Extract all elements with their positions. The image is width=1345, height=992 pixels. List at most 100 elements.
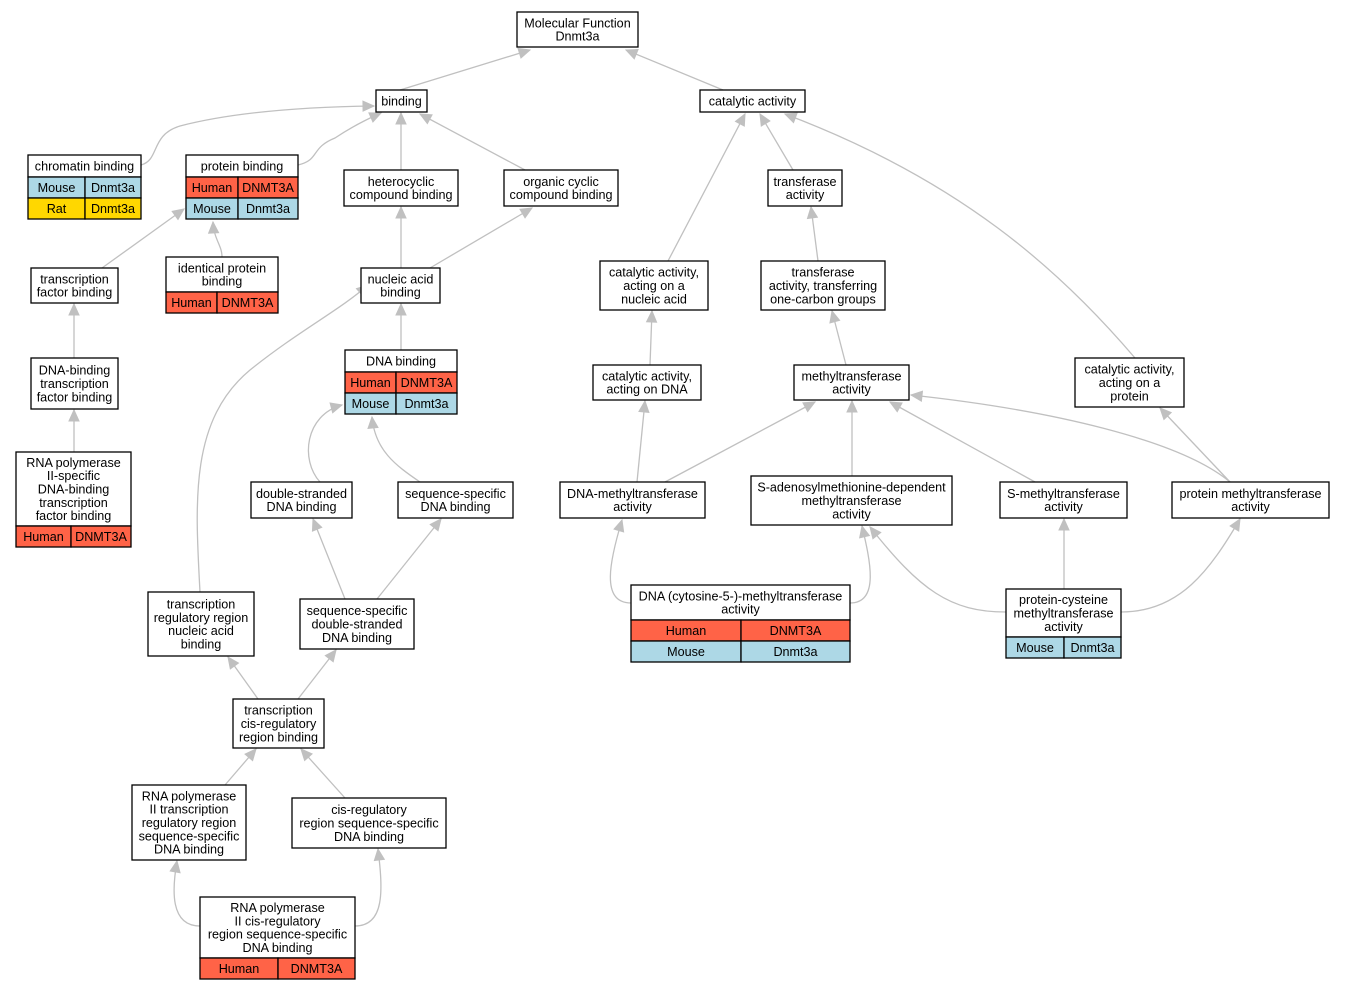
arrowhead-icon xyxy=(429,518,442,532)
annotation-row: Human DNMT3A xyxy=(15,525,132,548)
arrowhead-icon xyxy=(329,402,344,414)
edge-line xyxy=(869,526,1007,613)
edge-nucleic-to-organic xyxy=(429,207,534,269)
term-label-line: DNA binding xyxy=(322,631,392,645)
term-label-line: transferase xyxy=(774,175,837,189)
edge-rnapol2cis-to-cisreg xyxy=(354,847,386,927)
go-term-catalytic[interactable]: catalytic activity xyxy=(699,89,806,113)
arrowhead-icon xyxy=(802,401,817,413)
term-box xyxy=(299,598,415,650)
edge-line xyxy=(140,105,375,166)
edge-rnapol2cis-to-rnapol2tr xyxy=(169,859,201,927)
go-term-rnapol2[interactable]: RNA polymeraseII-specificDNA-bindingtran… xyxy=(15,451,132,548)
term-label-line: RNA polymerase xyxy=(26,456,121,470)
edge-dnacyt-to-sadenosyl xyxy=(849,524,871,604)
term-label-line: DNA binding xyxy=(420,500,490,514)
term-label-line: regulatory region xyxy=(142,816,237,830)
species-label: Mouse xyxy=(38,181,76,195)
edge-rnapol2-to-dnabtf xyxy=(68,408,80,452)
term-box xyxy=(559,481,706,519)
go-term-protcys[interactable]: protein-cysteinemethyltransferaseactivit… xyxy=(1005,588,1122,659)
term-label-line: acting on a xyxy=(623,279,685,293)
species-label: Human xyxy=(219,962,260,976)
go-term-dnacyt[interactable]: DNA (cytosine-5-)-methyltransferaseactiv… xyxy=(630,584,851,663)
edge-chromatin-to-binding xyxy=(140,100,376,166)
term-label-line: binding xyxy=(380,286,421,300)
arrowhead-icon xyxy=(395,302,407,316)
term-label-line: DNA (cytosine-5-)-methyltransferase xyxy=(639,589,843,603)
term-label-line: sequence-specific xyxy=(307,604,408,618)
edge-catalytic-to-mf xyxy=(624,49,724,91)
term-label-line: DNA-methyltransferase xyxy=(567,487,698,501)
term-label-line: II transcription xyxy=(149,803,228,817)
gene-label: DNMT3A xyxy=(75,530,127,544)
gene-cell xyxy=(395,392,458,415)
edge-line xyxy=(664,401,816,483)
species-label: Human xyxy=(23,530,64,544)
term-box xyxy=(793,364,910,401)
gene-cell xyxy=(216,291,279,314)
term-box xyxy=(767,169,843,207)
arrowhead-icon xyxy=(362,100,376,112)
go-term-binding[interactable]: binding xyxy=(375,89,428,113)
term-label-line: double-stranded xyxy=(256,487,347,501)
go-term-cat_dna[interactable]: catalytic activity,acting on DNA xyxy=(592,364,702,401)
term-label-line: nucleic acid xyxy=(168,624,234,638)
gene-label: DNMT3A xyxy=(222,296,274,310)
term-label-line: heterocyclic xyxy=(368,175,435,189)
gene-label: Dnmt3a xyxy=(404,397,448,411)
term-box xyxy=(131,784,247,861)
gene-cell xyxy=(740,640,851,663)
term-box xyxy=(250,481,353,519)
edge-line xyxy=(419,113,526,171)
term-box xyxy=(999,481,1128,519)
term-label-line: catalytic activity xyxy=(709,95,797,109)
term-label-line: acting on a xyxy=(1099,376,1161,390)
term-box xyxy=(630,584,851,621)
term-label-line: compound binding xyxy=(350,188,453,202)
term-label-line: II cis-regulatory xyxy=(234,914,321,928)
term-label-line: binding xyxy=(381,95,422,109)
term-label-line: RNA polymerase xyxy=(230,901,325,915)
edge-dsdna-to-dnabinding xyxy=(307,402,344,483)
go-term-sadenosyl[interactable]: S-adenosylmethionine-dependentmethyltran… xyxy=(750,475,953,526)
arrowhead-icon xyxy=(645,309,658,323)
species-label: Rat xyxy=(47,202,67,216)
term-box xyxy=(165,256,279,293)
term-label-line: methyltransferase xyxy=(801,369,901,383)
edge-catnucleic-to-catalytic xyxy=(667,112,746,262)
term-box xyxy=(599,260,709,311)
species-label: Mouse xyxy=(667,645,705,659)
arrowhead-icon xyxy=(311,517,323,532)
term-label-line: binding xyxy=(181,637,222,651)
species-label: Mouse xyxy=(193,202,231,216)
